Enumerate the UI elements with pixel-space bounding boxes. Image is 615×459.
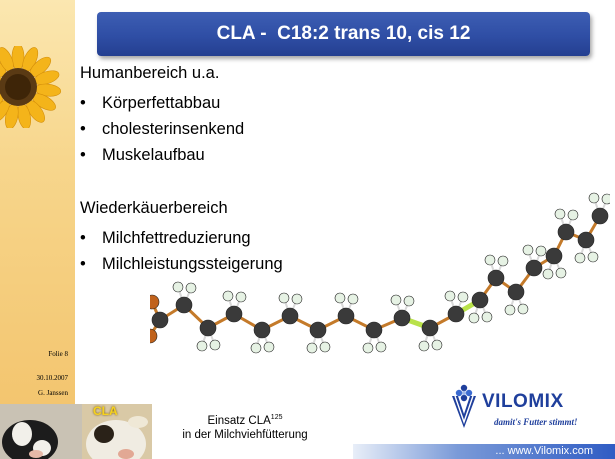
bullet-glyph: •	[80, 255, 86, 273]
hydrogen-atom	[554, 208, 566, 220]
hydrogen-atom	[362, 342, 374, 354]
sunflower-image	[0, 46, 75, 128]
carbon-atom	[591, 207, 609, 225]
oxygen-atom	[144, 294, 160, 310]
oxygen-atom	[142, 328, 158, 344]
bullet-text: Körperfettabbau	[102, 94, 221, 112]
hydrogen-atom	[497, 255, 509, 267]
hydrogen-atom	[555, 267, 567, 279]
caption-superscript: 125	[270, 414, 283, 421]
hydrogen-atom	[390, 294, 402, 306]
hydrogen-atom	[468, 312, 480, 324]
bullet-text: Muskelaufbau	[102, 146, 205, 164]
bullet-text: cholesterinsenkend	[102, 120, 245, 138]
section-heading-ruminant: Wiederkäuerbereich	[80, 199, 228, 217]
slide-author: G. Janssen	[38, 389, 68, 397]
hydrogen-atom	[235, 291, 247, 303]
carbon-atom	[175, 296, 193, 314]
hydrogen-atom	[588, 192, 600, 204]
vilomix-logo: VILOMIX damit's Futter stimmt!	[450, 382, 600, 432]
carbon-atom	[225, 305, 243, 323]
bullet-glyph: •	[80, 146, 86, 164]
carbon-atom	[365, 321, 383, 339]
brand-name: VILOMIX	[482, 391, 564, 412]
cla-badge: CLA	[93, 404, 118, 418]
website-url[interactable]: ... www.Vilomix.com	[353, 444, 615, 459]
hydrogen-atom	[484, 254, 496, 266]
slide-number: Folie 8	[48, 350, 68, 358]
hydrogen-atom	[542, 268, 554, 280]
hydrogen-atom	[319, 341, 331, 353]
hydrogen-atom	[209, 339, 221, 351]
carbon-atom	[471, 291, 489, 309]
list-item: • Milchleistungssteigerung	[80, 251, 283, 277]
hydrogen-atom	[306, 342, 318, 354]
hydrogen-atom	[334, 292, 346, 304]
bullet-text: Milchleistungssteigerung	[102, 255, 283, 273]
carbon-atom	[309, 321, 327, 339]
hydrogen-atom	[263, 341, 275, 353]
hydrogen-atom	[517, 303, 529, 315]
hydrogen-atom	[481, 311, 493, 323]
bullet-glyph: •	[80, 229, 86, 247]
carbon-atom	[447, 305, 465, 323]
carbon-atom	[487, 269, 505, 287]
carbon-atom	[525, 259, 543, 277]
hydrogen-atom	[522, 244, 534, 256]
bullet-glyph: •	[80, 120, 86, 138]
carbon-atom	[577, 231, 595, 249]
carbon-atom	[421, 319, 439, 337]
molecule-mark-icon	[455, 384, 473, 402]
bullet-list-human: • Körperfettabbau • cholesterinsenkend • Mu…	[80, 90, 244, 168]
list-item: • Körperfettabbau	[80, 90, 244, 116]
carbon-atom	[337, 307, 355, 325]
slide-title: CLA - C18:2 trans 10, cis 12	[97, 12, 590, 56]
hydrogen-atom	[457, 291, 469, 303]
hydrogen-atom	[250, 342, 262, 354]
hydrogen-atom	[431, 339, 443, 351]
list-item: • cholesterinsenkend	[80, 116, 244, 142]
cla-molecule-model	[142, 180, 613, 380]
carbon-atom	[545, 247, 563, 265]
hydrogen-atom	[172, 281, 184, 293]
caption-line2: in der Milchviehfütterung	[182, 428, 308, 441]
hydrogen-atom	[222, 290, 234, 302]
hydrogen-atom	[185, 282, 197, 294]
section-heading-human: Humanbereich u.a.	[80, 64, 220, 82]
hydrogen-atom	[196, 340, 208, 352]
hydrogen-atom	[587, 251, 599, 263]
list-item: • Milchfettreduzierung	[80, 225, 283, 251]
hydrogen-atom	[504, 304, 516, 316]
hydrogen-atom	[291, 293, 303, 305]
bullet-glyph: •	[80, 94, 86, 112]
carbon-atom	[557, 223, 575, 241]
hydrogen-atom	[567, 209, 579, 221]
hydrogen-atom	[601, 193, 613, 205]
hydrogen-atom	[403, 295, 415, 307]
carbon-atom	[253, 321, 271, 339]
bullet-text: Milchfettreduzierung	[102, 229, 251, 247]
list-item: • Muskelaufbau	[80, 142, 244, 168]
bullet-list-ruminant: • Milchfettreduzierung • Milchleistungsste…	[80, 225, 283, 277]
hydrogen-atom	[278, 292, 290, 304]
hydrogen-atom	[347, 293, 359, 305]
carbon-atom	[507, 283, 525, 301]
carbon-atom	[393, 309, 411, 327]
carbon-atom	[281, 307, 299, 325]
footer-caption: Einsatz CLA125 in der Milchviehfütterung	[165, 411, 325, 442]
hydrogen-atom	[418, 340, 430, 352]
carbon-atom	[151, 311, 169, 329]
hydrogen-atom	[535, 245, 547, 257]
brand-slogan: damit's Futter stimmt!	[494, 417, 578, 427]
slide-date: 30.10.2007	[36, 374, 69, 382]
cow-photo: CLA	[0, 404, 152, 459]
hydrogen-atom	[574, 252, 586, 264]
caption-line1: Einsatz CLA	[207, 414, 271, 427]
hydrogen-atom	[444, 290, 456, 302]
carbon-atom	[199, 319, 217, 337]
hydrogen-atom	[375, 341, 387, 353]
